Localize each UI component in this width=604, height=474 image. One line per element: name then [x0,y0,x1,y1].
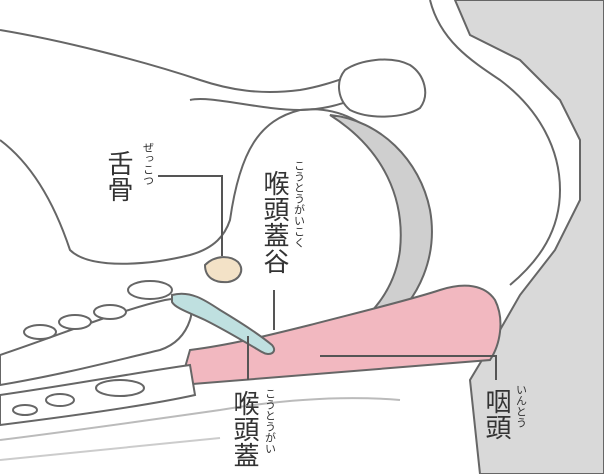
hyoid-bone-shape [205,257,241,282]
label-pharynx-text: 咽頭 [481,388,511,440]
esophagus-ring [46,394,74,406]
label-hyoid: 舌骨 ぜっこつ [103,142,155,202]
label-pharynx-ruby: いんとう [515,384,528,428]
label-epiglottis-text: 喉頭蓋谷 [259,170,289,274]
esophagus-ring [13,405,37,415]
tracheal-ring [24,325,56,339]
pharynx-region [180,286,500,385]
label-larynx-text: 喉頭蓋 [229,390,259,468]
label-epiglottis-ruby: こうとうがいこく [293,160,306,248]
label-epiglottis: 喉頭蓋谷 こうとうがいこく [259,160,306,274]
esophagus-ring [96,380,144,396]
label-larynx-ruby: こうとうがい [264,388,277,454]
palate-outline [0,30,370,92]
tracheal-ring [94,305,126,319]
label-hyoid-text: 舌骨 [103,150,133,202]
label-larynx: 喉頭蓋 こうとうがい [229,388,277,468]
tracheal-ring [59,315,91,329]
label-hyoid-ruby: ぜっこつ [142,142,155,186]
tracheal-ring [128,281,172,299]
lower-vertebrae-outline-2 [0,438,220,460]
vertebra-c1 [339,60,425,117]
posterior-skull-shape [455,0,604,474]
tongue-outline [0,109,410,330]
